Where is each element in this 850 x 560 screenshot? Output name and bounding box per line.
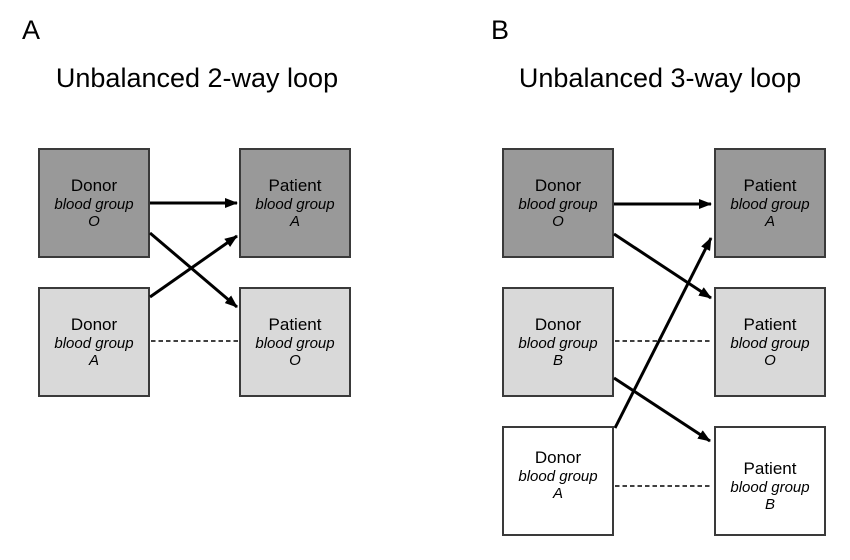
panel-a-box-donor-o: Donor blood group O <box>38 148 150 258</box>
panel-b-label: B <box>491 15 510 45</box>
blood-letter: A <box>552 485 563 502</box>
panel-b-box-donor-a: Donor blood group A <box>502 426 614 536</box>
role-label: Patient <box>743 315 797 334</box>
role-label: Donor <box>70 176 118 195</box>
arrow-b-donor-b-to-patient-b <box>613 376 711 443</box>
arrow-b-donor-o-to-patient-o <box>613 232 712 300</box>
role-label: Donor <box>70 315 118 334</box>
blood-letter: A <box>88 352 99 369</box>
panel-b-box-patient-a: Patient blood group A <box>714 148 826 258</box>
blood-letter: O <box>764 352 776 369</box>
subtitle: blood group <box>54 335 134 352</box>
panel-b-box-patient-o: Patient blood group O <box>714 287 826 397</box>
panel-a-box-donor-a: Donor blood group A <box>38 287 150 397</box>
blood-letter: O <box>289 352 301 369</box>
panel-b-title: Unbalanced 3-way loop <box>518 63 802 93</box>
blood-letter: O <box>552 213 564 230</box>
role-label: Patient <box>268 176 322 195</box>
arrow-b-donor-a-to-patient-a <box>613 237 713 429</box>
arrow-a-donor-o-to-patient-o <box>149 231 238 309</box>
blood-letter: O <box>88 213 100 230</box>
subtitle: blood group <box>518 335 598 352</box>
role-label: Patient <box>268 315 322 334</box>
panel-a-box-patient-o: Patient blood group O <box>239 287 351 397</box>
blood-letter: B <box>764 495 775 513</box>
subtitle: blood group <box>518 468 598 485</box>
blood-letter: B <box>552 352 563 369</box>
panel-b-box-donor-o: Donor blood group O <box>502 148 614 258</box>
role-label: Donor <box>534 176 582 195</box>
panel-b-box-donor-b: Donor blood group B <box>502 287 614 397</box>
blood-letter: A <box>289 213 300 230</box>
role-label: Donor <box>534 315 582 334</box>
subtitle: blood group <box>518 196 598 213</box>
panel-b-box-patient-b: Patient blood group B <box>714 426 826 536</box>
subtitle: blood group <box>54 196 134 213</box>
arrow-a-donor-a-to-patient-a <box>149 234 238 299</box>
panel-a-box-patient-a: Patient blood group A <box>239 148 351 258</box>
panel-a-title: Unbalanced 2-way loop <box>55 63 339 93</box>
role-label: Donor <box>534 448 582 467</box>
subtitle: blood group <box>730 335 810 352</box>
role-label: Patient <box>743 176 797 195</box>
subtitle: blood group <box>255 196 335 213</box>
subtitle: blood group <box>730 478 810 496</box>
subtitle: blood group <box>255 335 335 352</box>
subtitle: blood group <box>730 196 810 213</box>
panel-a-label: A <box>22 15 41 45</box>
blood-letter: A <box>764 213 775 230</box>
role-label: Patient <box>743 458 797 478</box>
